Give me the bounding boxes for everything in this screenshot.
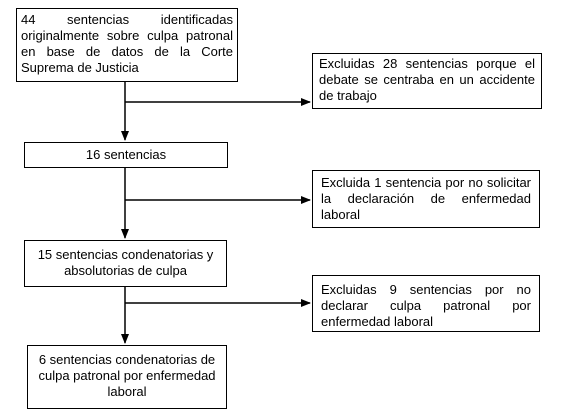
exclusion-box-3-text: Excluidas 9 sentencias por no declarar c… [321,282,531,329]
exclusion-box-1: Excluidas 28 sentencias porque el debate… [312,53,542,109]
main-box-second-text: 16 sentencias [85,147,167,162]
exclusion-box-1-text: Excluidas 28 sentencias porque el debate… [319,56,535,103]
exclusion-box-3: Excluidas 9 sentencias por no declarar c… [312,275,540,332]
exclusion-box-2-text: Excluida 1 sentencia por no solicitar la… [321,175,531,222]
main-box-second: 16 sentencias [24,142,228,168]
main-box-initial-text: 44 sentencias identificadas originalment… [21,12,233,75]
main-box-third-text: 15 sentencias condenatorias y absolutori… [37,247,214,278]
main-box-final: 6 sentencias condenatorias de culpa patr… [27,345,227,409]
main-box-third: 15 sentencias condenatorias y absolutori… [24,240,227,287]
main-box-final-text: 6 sentencias condenatorias de culpa patr… [38,352,216,399]
main-box-initial: 44 sentencias identificadas originalment… [16,8,238,82]
exclusion-box-2: Excluida 1 sentencia por no solicitar la… [312,170,540,228]
